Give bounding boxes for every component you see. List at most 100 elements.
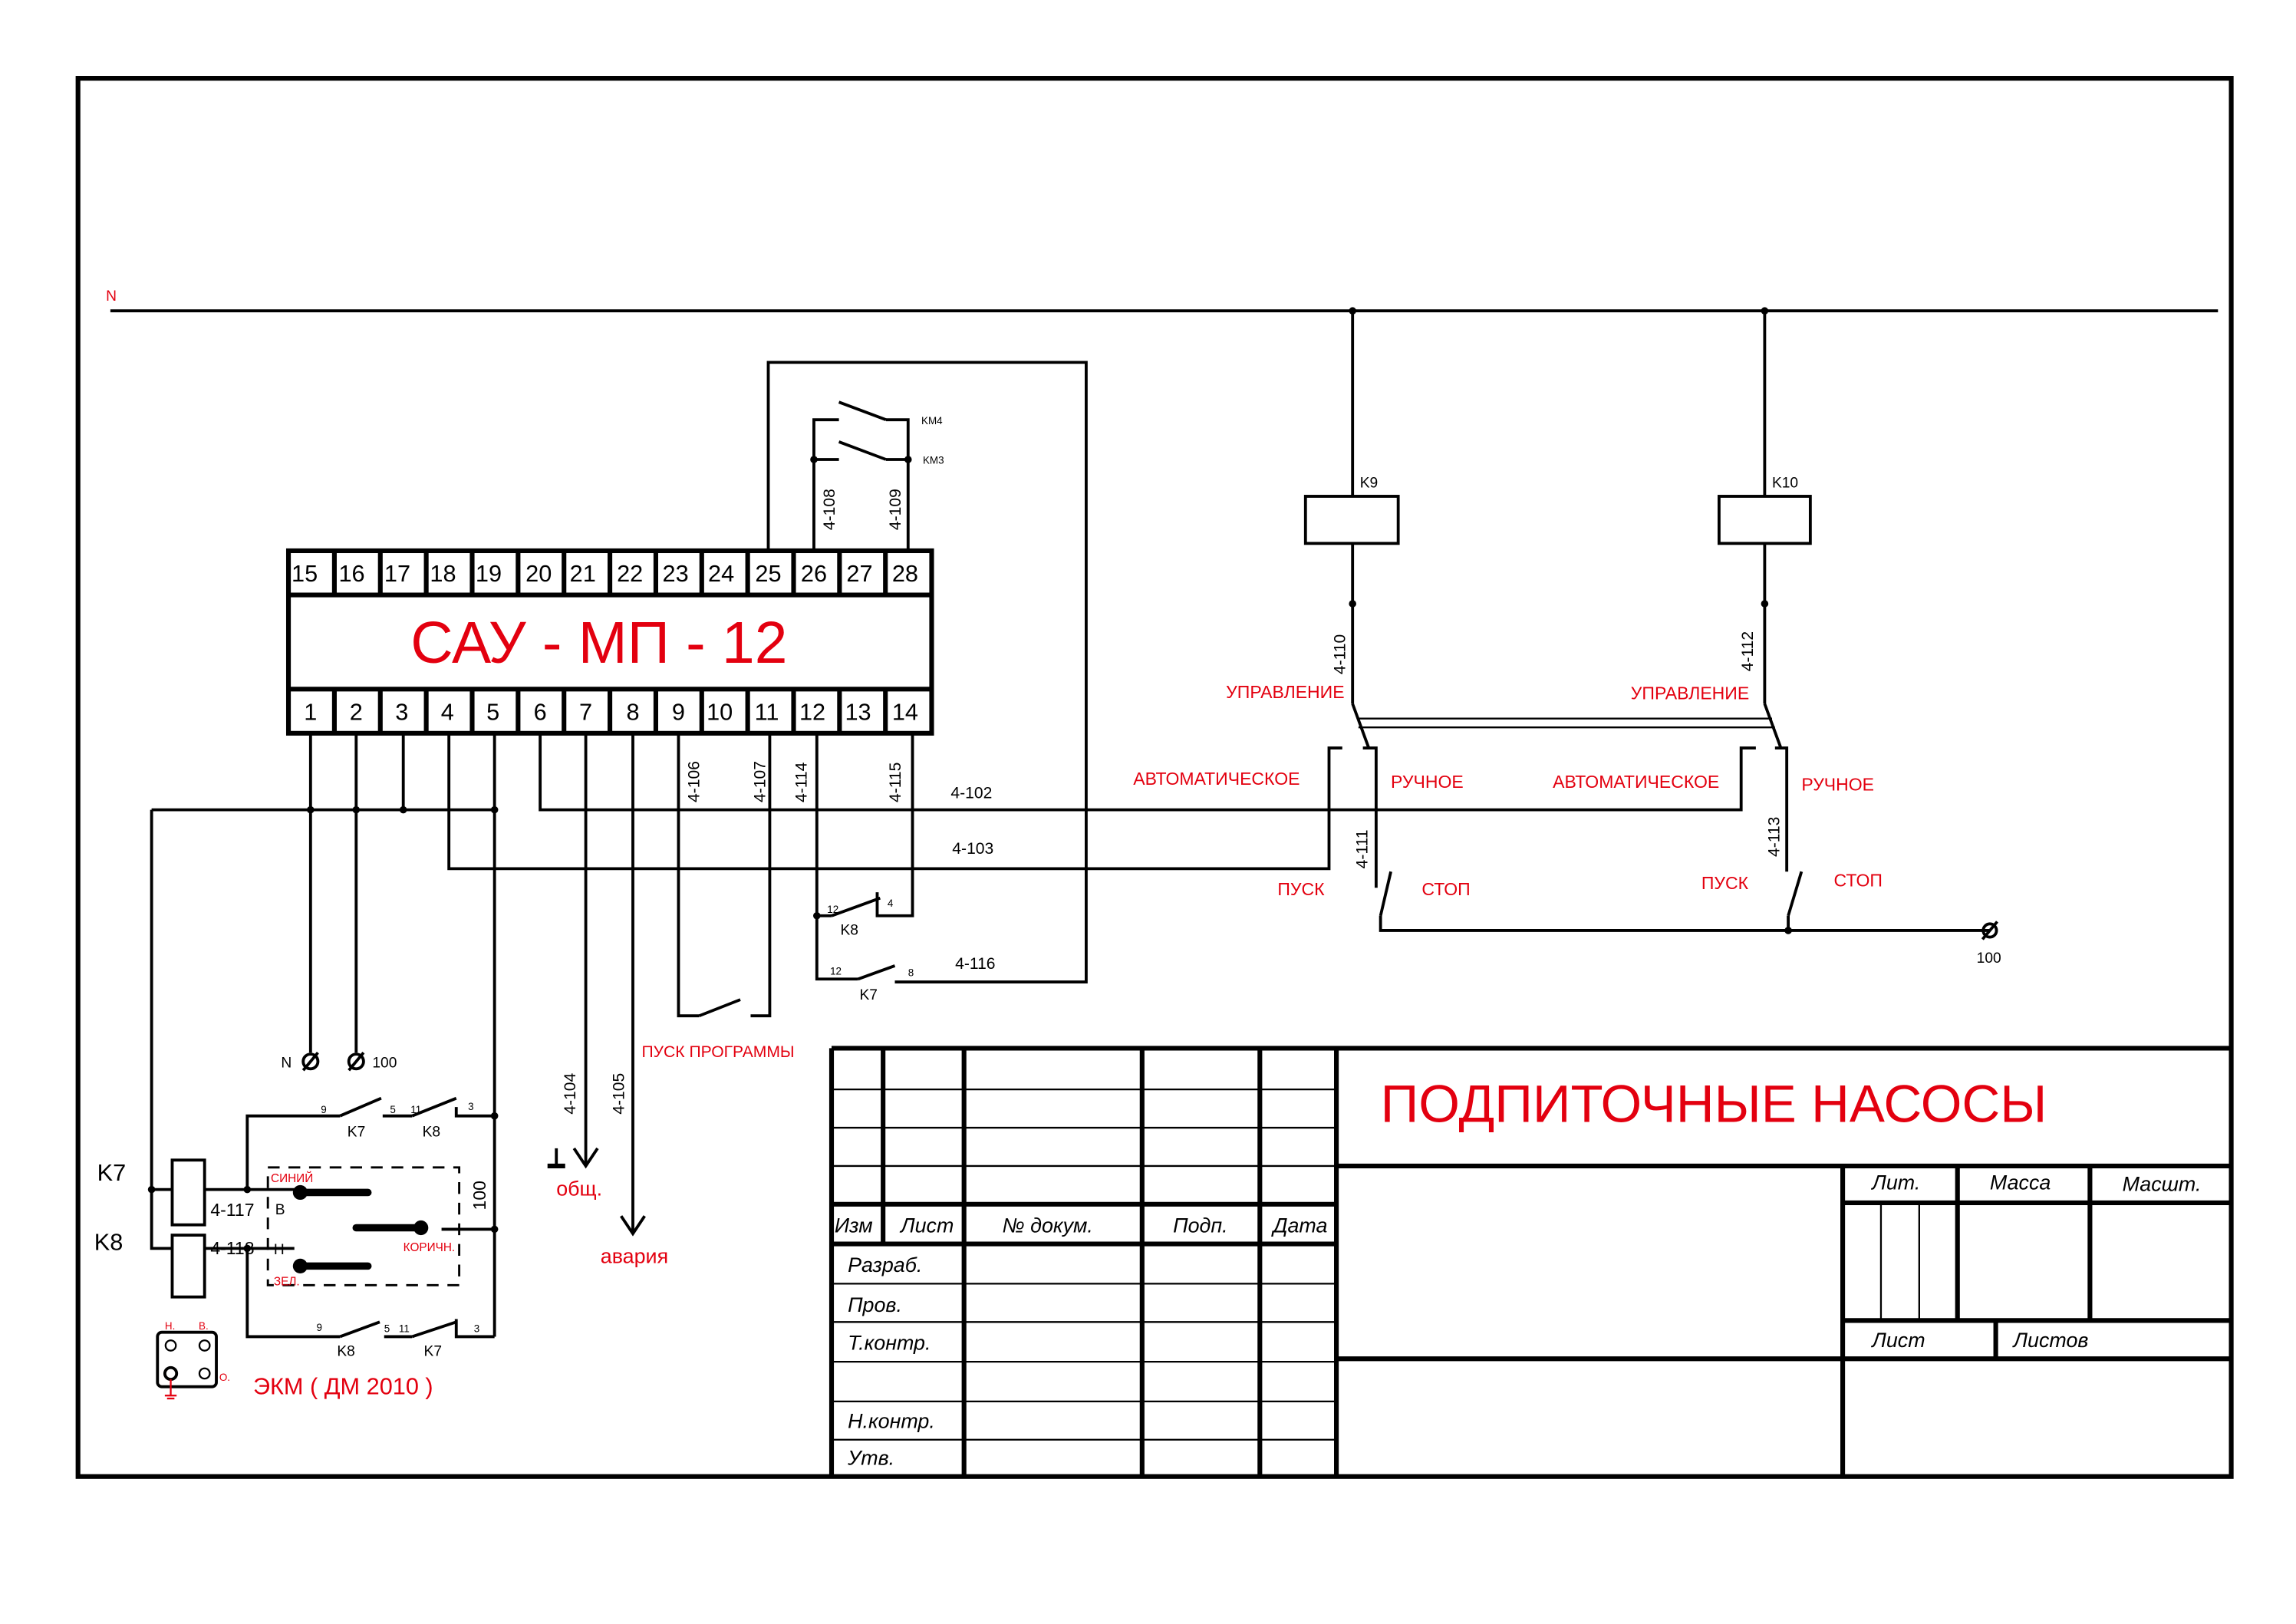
bus-label: N — [106, 288, 117, 305]
manual-label-1: РУЧНОЕ — [1391, 772, 1464, 792]
wire-4-114: 4-114 — [792, 762, 810, 802]
km4-label: KM4 — [921, 415, 943, 427]
terminal-23: 23 — [663, 560, 689, 587]
upper-k8-label: K8 — [423, 1125, 440, 1141]
wire-4-118: 4-118 — [210, 1238, 254, 1258]
sheet-label: Лист — [1870, 1329, 1925, 1352]
header-sheet: Лист — [899, 1214, 954, 1237]
terminal-17: 17 — [384, 560, 410, 587]
upper-pin-5: 5 — [390, 1104, 395, 1115]
mode-control-label-1: УПРАВЛЕНИЕ — [1226, 682, 1344, 702]
wire-4-109: 4-109 — [887, 489, 904, 530]
ekm-upper-label: В — [275, 1202, 285, 1218]
terminal-22: 22 — [617, 560, 643, 587]
auto-label-1: АВТОМАТИЧЕСКОЕ — [1133, 769, 1300, 789]
lit-label: Лит. — [1870, 1171, 1920, 1194]
role-developer: Разраб. — [848, 1253, 922, 1276]
terminal-15: 15 — [292, 560, 318, 587]
manual-label-2: РУЧНОЕ — [1801, 775, 1874, 795]
lower-pin-5: 5 — [384, 1323, 390, 1335]
k8-contact-label: K8 — [841, 923, 858, 939]
role-tech-control: Т.контр. — [848, 1332, 931, 1355]
terminal-16: 16 — [338, 560, 364, 587]
ekm-lower-label: Н — [274, 1242, 285, 1258]
mass-label: Масса — [1990, 1171, 2051, 1194]
terminal-14: 14 — [892, 699, 918, 726]
sheets-label: Листов — [2012, 1329, 2089, 1352]
terminal-6: 6 — [534, 699, 547, 726]
terminal-9: 9 — [672, 699, 685, 726]
wire-4-112: 4-112 — [1739, 631, 1757, 671]
wire-100-vertical: 100 — [469, 1181, 489, 1210]
upper-pin-3: 3 — [468, 1101, 473, 1112]
role-approved: Утв. — [847, 1446, 894, 1469]
terminal-5: 5 — [486, 699, 499, 726]
wire-4-116: 4-116 — [955, 955, 995, 973]
terminal-2: 2 — [350, 699, 363, 726]
wire-4-103: 4-103 — [952, 840, 993, 858]
terminal-20: 20 — [525, 560, 552, 587]
terminal-26: 26 — [801, 560, 827, 587]
common-label: общ. — [556, 1177, 602, 1200]
terminal-12: 12 — [799, 699, 825, 726]
terminal-3: 3 — [395, 699, 408, 726]
lower-k7-label: K7 — [424, 1343, 442, 1359]
terminal-18: 18 — [430, 560, 456, 587]
program-start-label: ПУСК ПРОГРАММЫ — [642, 1043, 795, 1061]
terminal-24: 24 — [708, 560, 734, 587]
wire-4-104: 4-104 — [562, 1073, 579, 1115]
ekm-wiring — [170, 1096, 495, 1339]
ekm-connector-icon: Н. В. О. — [156, 1320, 230, 1400]
lower-k8-label: K8 — [337, 1343, 354, 1359]
k7-pin-12: 12 — [830, 966, 842, 977]
start-label-2: ПУСК — [1701, 873, 1749, 893]
terminal-4: 4 — [441, 699, 454, 726]
lower-pin-3: 3 — [474, 1323, 479, 1335]
terminal-28: 28 — [892, 560, 918, 587]
terminal-27: 27 — [846, 560, 872, 587]
wire-4-108: 4-108 — [821, 489, 838, 530]
svg-text:В.: В. — [199, 1320, 209, 1332]
wire-4-106: 4-106 — [685, 761, 703, 802]
header-doc-number: № докум. — [1003, 1214, 1093, 1237]
ekm-blue-label: СИНИЙ — [271, 1171, 313, 1185]
wire-4-102: 4-102 — [950, 784, 992, 802]
module-title: САУ - МП - 12 — [410, 611, 787, 676]
mode-control-label-2: УПРАВЛЕНИЕ — [1631, 684, 1749, 703]
lower-pin-11: 11 — [399, 1323, 410, 1335]
wire-4-117: 4-117 — [210, 1200, 254, 1220]
svg-text:О.: О. — [219, 1372, 230, 1383]
terminal-13: 13 — [845, 699, 871, 726]
svg-text:N: N — [281, 1055, 292, 1071]
terminal-n: N — [281, 1051, 320, 1072]
drawing-title: ПОДПИТОЧНЫЕ НАСОСЫ — [1381, 1073, 2047, 1133]
upper-k7-label: K7 — [348, 1125, 365, 1141]
terminal-8: 8 — [626, 699, 639, 726]
role-checker: Пров. — [848, 1293, 902, 1316]
header-change: Изм — [835, 1214, 873, 1237]
svg-text:100: 100 — [1977, 950, 2001, 967]
stop-label-1: СТОП — [1421, 879, 1470, 899]
terminal-11: 11 — [755, 699, 779, 726]
terminal-21: 21 — [570, 560, 596, 587]
wire-4-115: 4-115 — [887, 763, 904, 802]
k10-label: K10 — [1772, 475, 1798, 491]
wire-4-105: 4-105 — [610, 1073, 628, 1115]
svg-text:Н.: Н. — [165, 1320, 175, 1332]
scale-label: Масшт. — [2123, 1173, 2202, 1196]
title-block: ПОДПИТОЧНЫЕ НАСОСЫ Изм Лист № докум. Под… — [828, 1046, 2232, 1477]
start-label-1: ПУСК — [1277, 879, 1325, 899]
bottom-wiring — [150, 733, 1756, 1337]
upper-pin-11: 11 — [410, 1104, 421, 1115]
role-norm-control: Н.контр. — [848, 1409, 935, 1432]
right-wiring — [1303, 311, 1990, 932]
k7-pin-8: 8 — [908, 967, 914, 978]
k8-pin-12: 12 — [827, 904, 838, 915]
terminal-100: 100 — [347, 1051, 397, 1072]
ekm-green-label: ЗЕЛ. — [274, 1275, 300, 1288]
wire-4-110: 4-110 — [1332, 634, 1349, 674]
controller-module: 15 16 17 18 19 20 21 22 23 24 25 26 27 2… — [285, 548, 934, 736]
km3-label: KM3 — [923, 455, 944, 466]
wire-4-113: 4-113 — [1766, 817, 1784, 857]
